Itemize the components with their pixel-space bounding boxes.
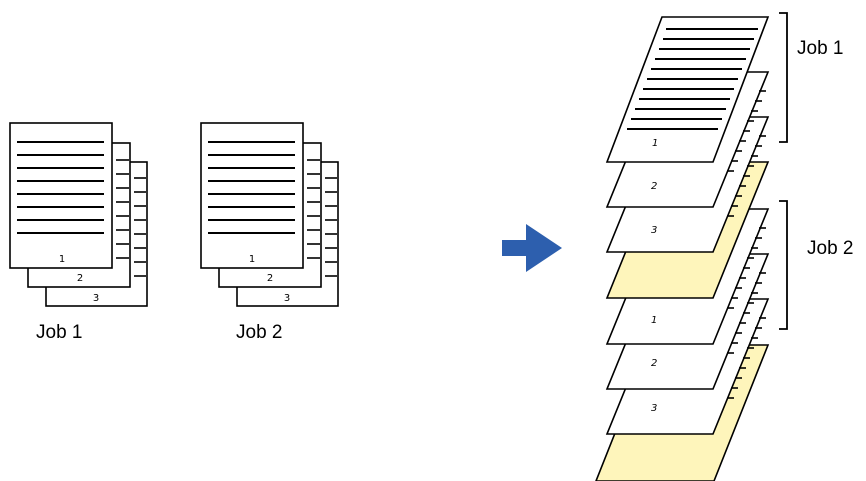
job2-page-2-number: 2 [267,273,273,284]
job1-page-1: 1 [9,122,113,269]
job2-input-stack: 3 2 1 Job 2 [200,122,339,343]
job2-bracket [779,200,788,330]
job2-bracket-label: Job 2 [807,238,853,259]
output-job1-page-1-number: 1 [652,138,658,149]
output-job2-page-2-number: 2 [651,358,657,369]
output-stack: 3 2 1 [595,16,770,481]
job2-page-1-number: 1 [249,254,255,265]
output-job1-page-2-number: 2 [651,181,657,192]
job2-caption: Job 2 [236,322,282,343]
job1-page-2-number: 2 [77,273,83,284]
job2-page-1: 1 [200,122,304,269]
job1-input-stack: 3 2 1 Job 1 [9,122,148,343]
output-job1-page-1: 1 [605,16,770,163]
job1-caption: Job 1 [36,322,82,343]
output-job2-page-3-number: 3 [651,403,657,414]
right-arrow-icon [502,224,562,272]
job1-page-3-number: 3 [93,293,99,304]
job1-bracket [779,12,788,143]
job1-page-1-number: 1 [59,254,65,265]
job2-page-3-number: 3 [284,293,290,304]
job1-bracket-label: Job 1 [797,38,843,59]
output-job1-page-3-number: 3 [651,225,657,236]
output-job2-page-1-number: 1 [651,315,657,326]
